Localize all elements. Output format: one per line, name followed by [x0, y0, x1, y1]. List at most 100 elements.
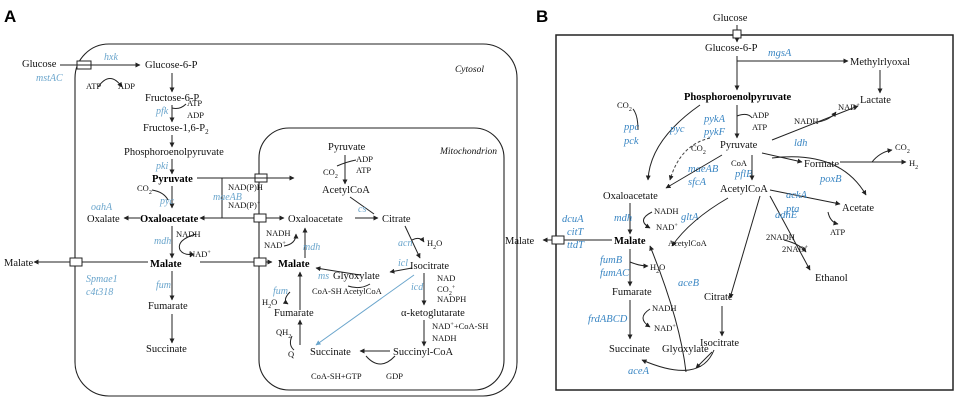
a-h2o2-curve	[282, 291, 291, 305]
b-enzyme-sfca: sfcA	[688, 177, 707, 188]
a-atp2: ATP	[187, 98, 202, 108]
a-enzyme-icd: icd	[411, 282, 424, 293]
a-qh2: QH2	[276, 327, 291, 340]
a-enzyme-acn: acn	[398, 238, 412, 249]
a-nadh1: NADH	[176, 229, 201, 239]
b-enzyme-citt: citT	[567, 227, 584, 238]
a-malate: Malate	[150, 259, 182, 270]
a-m-adp-curve	[336, 159, 357, 167]
b-arrow-pyruvate-oaa-maeab	[665, 154, 723, 189]
a-fructose-16-p2: Fructose-1,6-P2	[143, 123, 209, 136]
a-enzyme-c4t318: c4t318	[86, 287, 113, 298]
b-arrow-isocit-succinate	[641, 349, 715, 371]
b-arrow-acoa-acetate	[769, 189, 841, 206]
b-ethanol: Ethanol	[815, 273, 848, 284]
b-oxaloacetate: Oxaloacetate	[603, 191, 658, 202]
b-adp: ADP	[752, 110, 769, 120]
a-succinate: Succinate	[146, 344, 187, 355]
a-co2b: CO2+	[437, 284, 456, 297]
a-arrow-glyox-malate	[315, 266, 361, 276]
a-atp1: ATP	[86, 81, 101, 91]
a-nadph-2: NADPH	[437, 294, 466, 304]
b-enzyme-ldh: ldh	[794, 138, 807, 149]
b-arrow-acoa-citrate	[728, 195, 761, 299]
a-malate-mito-transporter	[253, 257, 267, 267]
b-arrow-acoa-ethanol	[769, 195, 811, 271]
a-pyruvate: Pyruvate	[152, 174, 193, 185]
b-formate: Formate	[804, 159, 839, 170]
b-arrow-glyox-malate	[649, 245, 687, 373]
a-gdp: GDP	[386, 371, 403, 381]
a-coash: CoA-SH	[312, 286, 342, 296]
a-nad1: NAD+	[189, 249, 211, 259]
b-coa: CoA	[731, 158, 748, 168]
a-fumarate: Fumarate	[148, 301, 188, 312]
a-m-citrate: Citrate	[382, 214, 411, 225]
b-nadh-2: NADH	[654, 206, 679, 216]
a-enzyme-oaha: oahA	[91, 202, 113, 213]
a-isocitrate: Isocitrate	[410, 261, 449, 272]
panel-b: B Glucose Glucose-6-P mgsA Methylrlyoxal…	[505, 7, 954, 391]
a-m-co2: CO2	[323, 167, 338, 180]
a-enzyme-spmae1: Spmae1	[86, 274, 118, 285]
b-enzyme-pyc: pyc	[669, 124, 685, 135]
panel-b-letter: B	[536, 7, 548, 26]
a-nadh-loop	[178, 233, 197, 258]
a-m-oxaloacetate: Oxaloacetate	[288, 214, 343, 225]
b-enzyme-pta: pta	[785, 204, 799, 215]
a-m-acetylcoa: AcetylCoA	[322, 185, 370, 196]
a-nad-2: NAD	[437, 273, 455, 283]
a-enzyme-icl: icl	[398, 258, 408, 269]
b-enzyme-fumac: fumAC	[600, 268, 630, 279]
a-enzyme-cs: cs	[358, 204, 366, 215]
b-nadh-1: NADH	[794, 116, 819, 126]
a-nadp: NAD(P)+	[228, 200, 261, 210]
a-succinyl-coa: Succinyl-CoA	[393, 347, 453, 358]
a-q: Q	[288, 349, 294, 359]
b-lactate: Lactate	[860, 95, 891, 106]
a-glyoxylate: Glyoxylate	[333, 271, 380, 282]
a-m-malate: Malate	[278, 259, 310, 270]
a-co2: CO2	[137, 183, 152, 196]
b-enzyme-dcua: dcuA	[562, 214, 584, 225]
b-pyruvate: Pyruvate	[720, 140, 758, 151]
panel-a: A Cytosol Mitochondrion Glucose mstAC hx…	[4, 7, 518, 397]
a-adp2: ADP	[187, 110, 204, 120]
a-m-atp: ATP	[356, 165, 371, 175]
b-phosphoenolpyruvate: Phosphoroenolpyruvate	[684, 92, 791, 103]
panel-a-letter: A	[4, 7, 16, 26]
b-nadh-3: NADH	[652, 303, 677, 313]
a-malate-transporter	[69, 257, 83, 267]
b-nadh2-loop	[643, 211, 653, 229]
b-fumarate: Fumarate	[612, 287, 652, 298]
b-malate: Malate	[614, 236, 646, 247]
b-enzyme-pyka: pykA	[703, 114, 726, 125]
b-adp-curve	[736, 113, 753, 119]
a-m-succinate: Succinate	[310, 347, 351, 358]
a-acetylcoa2: AcetylCoA	[343, 286, 383, 296]
b-enzyme-mgsa: mgsA	[768, 48, 792, 59]
b-glyoxylate: Glyoxylate	[662, 344, 709, 355]
b-methylglyoxal: Methylrlyoxal	[850, 57, 910, 68]
a-m-nadh: NADH	[266, 228, 291, 238]
a-glucose: Glucose	[22, 59, 57, 70]
a-atp2-curve	[171, 103, 187, 109]
b-citrate: Citrate	[704, 292, 733, 303]
b-acetate: Acetate	[842, 203, 874, 214]
b-co2c: CO2	[895, 142, 910, 155]
b-nadh3-loop	[642, 308, 651, 328]
a-acoa2-curve	[347, 283, 371, 289]
a-enzyme-fum: fum	[156, 280, 171, 291]
a-glucose-6-p: Glucose-6-P	[145, 60, 198, 71]
a-adp1: ADP	[118, 81, 135, 91]
b-enzyme-frdabcd: frdABCD	[588, 314, 628, 325]
b-h2o: H2O	[650, 262, 665, 275]
b-co2b: CO2	[691, 143, 706, 156]
a-enzyme-pki: pki	[155, 161, 168, 172]
a-arrow-m-citrate-isocit	[404, 225, 421, 259]
b-cell-boundary	[555, 34, 954, 391]
b-2nadh-curve	[783, 239, 807, 253]
b-co2a-curve	[632, 108, 639, 131]
b-enzyme-adhe: adhE	[775, 210, 798, 221]
